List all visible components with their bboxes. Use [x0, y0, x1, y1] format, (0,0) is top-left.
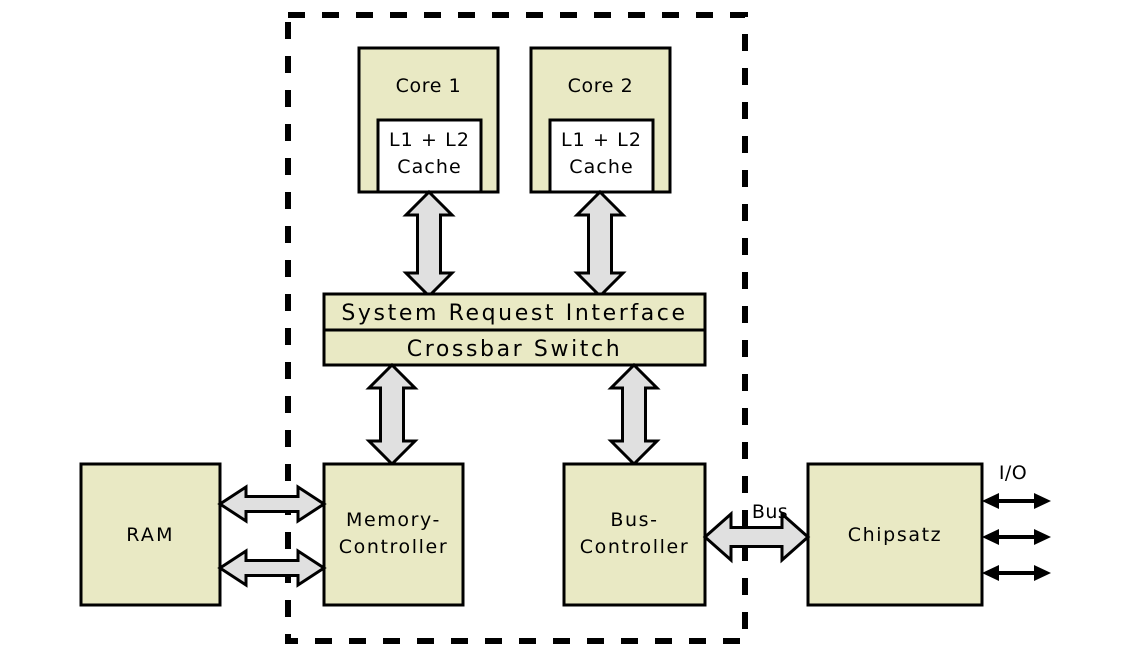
io-arrow-3: [982, 565, 1051, 581]
crossbar-switch-bar: [322, 328, 707, 367]
core-1-to-system-request-interface-arrow: [402, 189, 456, 299]
bus-controller-box: [562, 462, 707, 607]
crossbar-to-bus-controller-arrow: [607, 362, 661, 467]
core-2-cache-box: [548, 118, 655, 194]
bus-controller-to-chipset-arrow: [702, 510, 811, 564]
memory-controller-box: [322, 462, 465, 607]
ram-memory-controller-lower-arrow: [217, 548, 327, 588]
io-arrow-1: [982, 493, 1051, 509]
core-1-cache-box: [376, 118, 483, 194]
io-arrow-2: [982, 529, 1051, 545]
cpu-die-boundary: [285, 12, 748, 644]
system-request-interface-bar: [322, 292, 707, 332]
ram-memory-controller-upper-arrow: [217, 484, 327, 524]
core-2-to-system-request-interface-arrow: [573, 189, 627, 299]
chipset-box: [806, 462, 984, 607]
ram-box: [79, 462, 222, 607]
crossbar-to-memory-controller-arrow: [365, 362, 419, 467]
